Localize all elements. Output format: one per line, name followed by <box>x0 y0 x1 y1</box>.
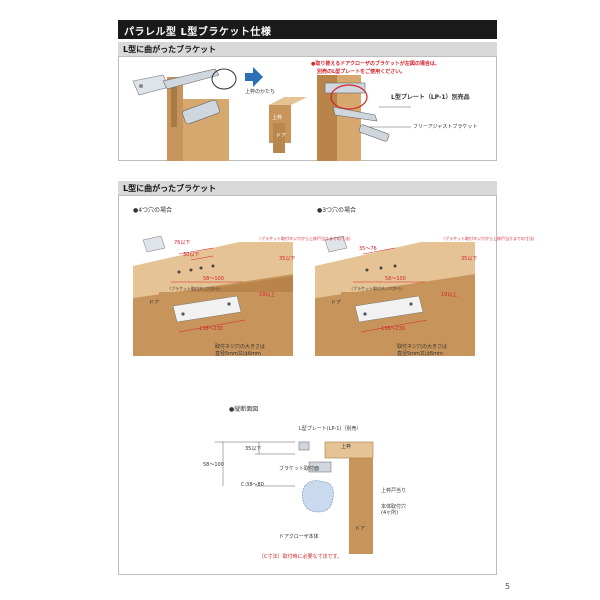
four-screw-note2: 直径5mm又は6mm <box>215 351 261 357</box>
note-line1: ●取り替えるドアクローザのブラケットが左図の場合は、 <box>311 61 440 67</box>
section2-panel: ●4つ穴の場合 <box>118 195 537 575</box>
page-number: 5 <box>505 582 511 591</box>
sv-door-label: ドア <box>355 526 366 532</box>
four-dim-right: 35以下 <box>279 256 296 262</box>
four-door-label: ドア <box>149 300 160 306</box>
sv-kamiwaku: 上枠 <box>341 444 352 450</box>
sv-dim-c: C:38〜80 <box>241 482 264 488</box>
label-kamiwaku-katachi: 上枠のかたち <box>245 89 276 95</box>
section2-heading: L型に曲がったブラケット <box>123 184 217 193</box>
sv-kamiwaku-toatari: 上枠戸当り <box>381 488 407 494</box>
four-dim-small: 30以下 <box>183 252 200 258</box>
four-screw-note1: 取付ネジ穴の大きさは <box>215 344 266 350</box>
three-note-bracket: （ブラケット取付ネジ穴から） <box>349 286 405 291</box>
three-dim-right: 35以下 <box>461 256 478 262</box>
three-note-side: （ブラケット取付ネジ穴から上枠戸当りまでの寸法） <box>441 236 537 241</box>
three-door-label: ドア <box>331 300 342 306</box>
sv-dim-35: 35以下 <box>245 446 262 452</box>
sv-c-note: ［C寸法］取付時に必要な寸法です。 <box>259 554 342 560</box>
section2-heading-bar: L型に曲がったブラケット <box>118 181 497 195</box>
four-dim-right2: 19以上 <box>259 292 276 298</box>
sv-dim-58: 58〜100 <box>203 462 224 468</box>
section1-heading: L型に曲がったブラケット <box>123 45 217 54</box>
sv-body-hole1: 本体取付穴 <box>381 504 407 510</box>
three-dim-right2: 19以上 <box>441 292 458 298</box>
three-dim-mid: 58〜100 <box>385 276 406 282</box>
three-screw-note1: 取付ネジ穴の大きさは <box>397 344 448 350</box>
four-dim-mid: 58〜100 <box>203 276 224 282</box>
section-view-title: ●縦断面図 <box>229 406 259 413</box>
sv-plate-label: L型プレート(LP-1)（別売） <box>299 426 362 432</box>
note-line2: 別売のL型プレートをご使用ください。 <box>317 69 406 75</box>
four-note-bracket: （ブラケット取付ネジ穴から） <box>167 286 223 291</box>
sv-bracket-mount: ブラケット取付面 <box>279 466 320 472</box>
four-hole-title: ●4つ穴の場合 <box>133 207 173 214</box>
sv-body-hole2: (4ヶ所) <box>381 510 399 516</box>
four-dim-bottom: 138〜230 <box>199 326 224 332</box>
plate-label: L型プレート（LP-1）別売品 <box>391 94 470 101</box>
section1-panel: 上枠のかたち 上枠 ドア ●取り替えるドアクローザのブラケットが左図の場合は、 … <box>118 56 497 161</box>
section1-illustration <box>132 67 411 161</box>
page-title: パラレル型 L型ブラケット仕様 <box>124 27 272 38</box>
section1-heading-bar: L型に曲がったブラケット <box>118 42 497 56</box>
label-door: ドア <box>276 133 287 139</box>
free-adjust-label: フリーアジャストブラケット <box>413 124 478 130</box>
three-dim-top: 35〜76 <box>359 246 377 252</box>
sv-closer-body: ドアクローザ本体 <box>279 534 319 540</box>
section2-illustration <box>133 235 475 554</box>
label-kamiwaku: 上枠 <box>272 115 283 121</box>
four-note-side: （ブラケット取付ネジ穴から上枠戸当りまでの寸法） <box>257 236 353 241</box>
page-title-bar: パラレル型 L型ブラケット仕様 <box>118 20 497 39</box>
four-dim-top: 76以下 <box>174 240 191 246</box>
three-hole-title: ●3つ穴の場合 <box>317 207 357 214</box>
three-dim-bottom: 138〜230 <box>381 326 406 332</box>
three-screw-note2: 直径5mm又は6mm <box>397 351 443 357</box>
